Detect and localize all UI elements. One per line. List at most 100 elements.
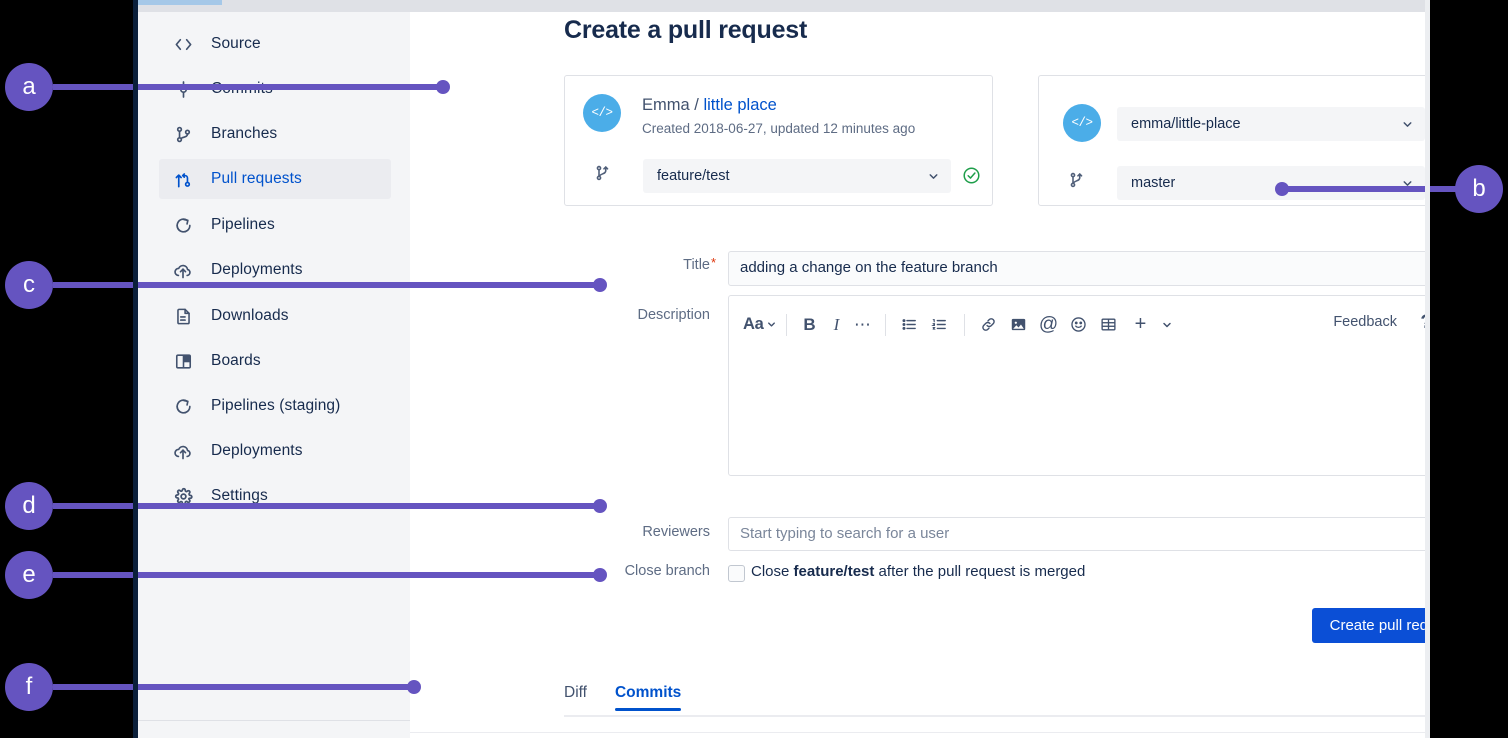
source-branch-valid-check-circle-icon: [962, 166, 981, 185]
callout-f-endpoint: [407, 680, 421, 694]
callout-e: e: [5, 551, 53, 599]
repo-avatar: </>: [583, 94, 621, 132]
title-label: Title: [683, 257, 710, 273]
insert-more-icon[interactable]: +: [1134, 313, 1147, 335]
pipelines-icon: [171, 394, 195, 418]
title-input-value: adding a change on the feature branch: [740, 259, 998, 276]
toolbar-divider: [884, 313, 886, 336]
callout-f-leader: [53, 684, 417, 690]
sidebar-footer: [138, 721, 410, 738]
deployments-icon: [171, 258, 195, 282]
chevron-down-icon[interactable]: [1154, 310, 1180, 340]
callout-d-endpoint: [593, 499, 607, 513]
reviewers-label: Reviewers: [642, 524, 710, 540]
destination-repo-value: emma/little-place: [1131, 116, 1241, 132]
source-repo-separator: /: [689, 96, 704, 114]
sidebar-item-label: Pipelines (staging): [211, 397, 341, 414]
destination-repo-select[interactable]: emma/little-place: [1117, 107, 1425, 141]
sidebar: Source Commits Branches Pull requests: [138, 12, 410, 720]
numbered-list-icon[interactable]: [925, 310, 955, 340]
sidebar-item-pipelines[interactable]: Pipelines: [159, 205, 391, 245]
more-formatting-icon[interactable]: ⋯: [854, 315, 871, 334]
tab-diff[interactable]: Diff: [564, 684, 587, 711]
link-icon[interactable]: [974, 310, 1004, 340]
callout-e-leader: [53, 572, 603, 578]
source-repo-link[interactable]: little place: [703, 96, 777, 114]
result-tabs: Diff Commits: [564, 684, 682, 716]
sidebar-item-label: Deployments: [211, 261, 303, 278]
app-top-band: [133, 0, 1430, 12]
sidebar-item-boards[interactable]: Boards: [159, 341, 391, 381]
feedback-link[interactable]: Feedback: [1333, 314, 1397, 330]
sidebar-item-label: Pull requests: [211, 170, 302, 187]
bullet-list-icon[interactable]: [895, 310, 925, 340]
emoji-icon[interactable]: [1064, 310, 1094, 340]
close-branch-prefix: Close: [751, 563, 794, 580]
mention-icon[interactable]: @: [1038, 313, 1059, 335]
sidebar-item-label: Pipelines: [211, 216, 275, 233]
pull-request-icon: [171, 167, 195, 191]
close-branch-checkbox[interactable]: [728, 565, 745, 582]
chevron-down-icon: [766, 319, 777, 330]
pipelines-icon: [171, 213, 195, 237]
sidebar-item-branches[interactable]: Branches: [159, 114, 391, 154]
callout-b-leader: [1286, 186, 1458, 192]
callout-c-endpoint: [593, 278, 607, 292]
source-repo-owner: Emma: [642, 96, 690, 114]
sidebar-item-pipelines-staging[interactable]: Pipelines (staging): [159, 386, 391, 426]
branch-icon: [589, 160, 615, 186]
main-content: Create a pull request </> Emma / little …: [410, 12, 1430, 738]
destination-branch-card: </> emma/little-place master: [1038, 75, 1430, 206]
reviewers-input[interactable]: Start typing to search for a user: [728, 517, 1430, 551]
tab-commits[interactable]: Commits: [614, 684, 682, 711]
description-label: Description: [637, 307, 710, 323]
code-icon: [171, 32, 195, 56]
downloads-icon: [171, 304, 195, 328]
sidebar-item-source[interactable]: Source: [159, 24, 391, 64]
callout-b-letter: b: [1472, 175, 1486, 202]
sidebar-item-deployments[interactable]: Deployments: [159, 250, 391, 290]
sidebar-item-pull-requests[interactable]: Pull requests: [159, 159, 391, 199]
repo-avatar: </>: [1063, 104, 1101, 142]
source-branch-card: </> Emma / little place Created 2018-06-…: [564, 75, 993, 206]
sidebar-item-label: Source: [211, 35, 261, 52]
text-style-label: Aa: [743, 315, 764, 333]
page-footer: [410, 717, 1430, 738]
destination-branch-value: master: [1131, 175, 1176, 191]
app-left-edge: [133, 0, 138, 738]
chevron-down-icon: [1401, 108, 1414, 140]
sidebar-item-downloads[interactable]: Downloads: [159, 296, 391, 336]
callout-e-endpoint: [593, 568, 607, 582]
close-branch-suffix: after the pull request is merged: [874, 563, 1086, 580]
branches-icon: [171, 122, 195, 146]
callout-a: a: [5, 63, 53, 111]
bold-icon[interactable]: B: [803, 314, 816, 334]
source-branch-select[interactable]: feature/test: [643, 159, 951, 193]
description-editor[interactable]: Aa B I ⋯: [728, 295, 1430, 476]
text-style-icon[interactable]: Aa: [743, 310, 777, 340]
source-branch-value: feature/test: [657, 168, 730, 184]
tab-active-underline: [614, 708, 682, 711]
callout-b-endpoint: [1275, 182, 1289, 196]
table-icon[interactable]: [1094, 310, 1124, 340]
callout-a-letter: a: [22, 73, 36, 100]
sidebar-item-label: Deployments: [211, 442, 303, 459]
callout-d-leader: [53, 503, 603, 509]
image-icon[interactable]: [1004, 310, 1034, 340]
create-pull-request-button[interactable]: Create pull request: [1312, 608, 1430, 643]
deployments-icon: [171, 439, 195, 463]
italic-icon[interactable]: I: [833, 314, 840, 334]
destination-branch-select[interactable]: master: [1117, 166, 1425, 200]
close-branch-branch-name: feature/test: [793, 563, 875, 580]
source-repo-title: Emma / little place: [642, 96, 777, 115]
callout-c: c: [5, 261, 53, 309]
reviewers-placeholder: Start typing to search for a user: [740, 525, 950, 542]
sidebar-divider: [138, 720, 410, 721]
footer-divider: [410, 732, 1430, 733]
app-top-band-highlight: [133, 0, 222, 5]
sidebar-item-settings[interactable]: Settings: [159, 476, 391, 516]
sidebar-item-label: Boards: [211, 352, 261, 369]
title-input[interactable]: adding a change on the feature branch: [728, 251, 1430, 286]
sidebar-item-deployments-2[interactable]: Deployments: [159, 431, 391, 471]
